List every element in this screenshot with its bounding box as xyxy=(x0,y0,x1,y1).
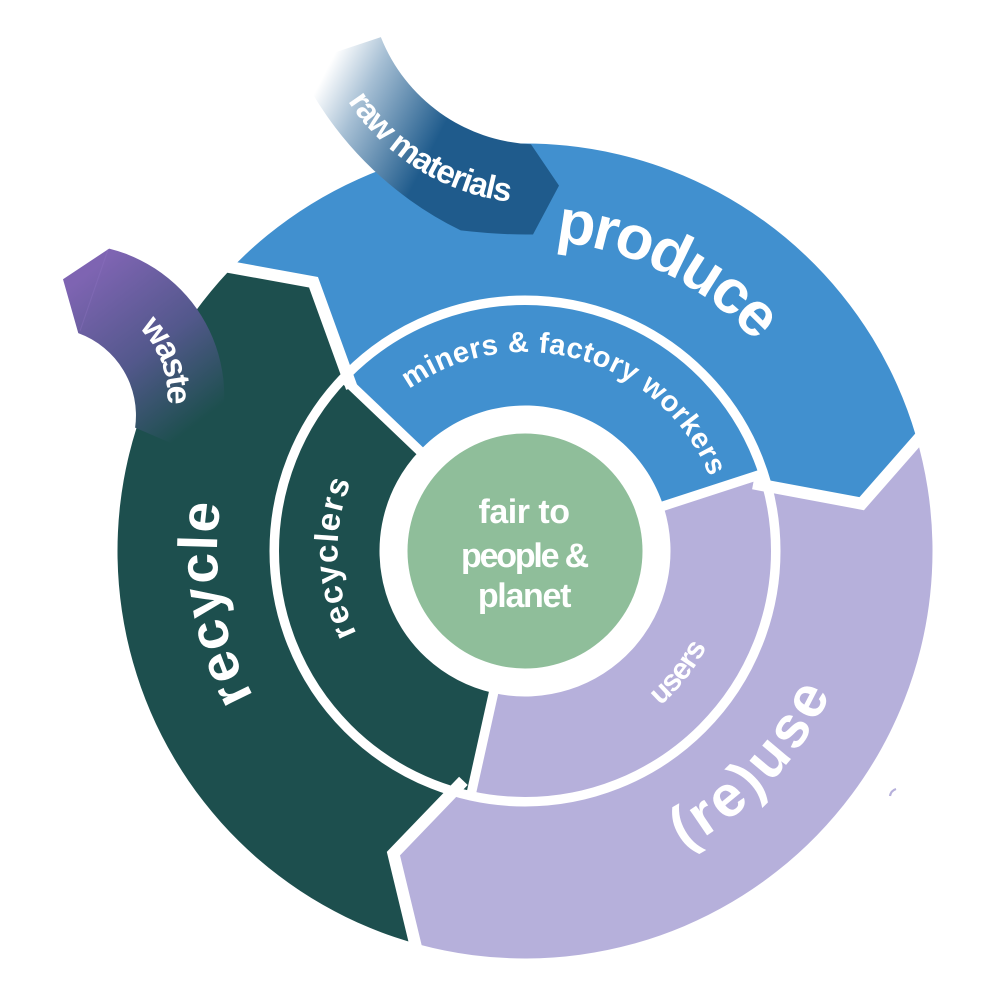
svg-text:planet: planet xyxy=(478,577,571,615)
svg-text:fair to: fair to xyxy=(479,493,570,531)
svg-text:people &: people & xyxy=(461,537,589,575)
